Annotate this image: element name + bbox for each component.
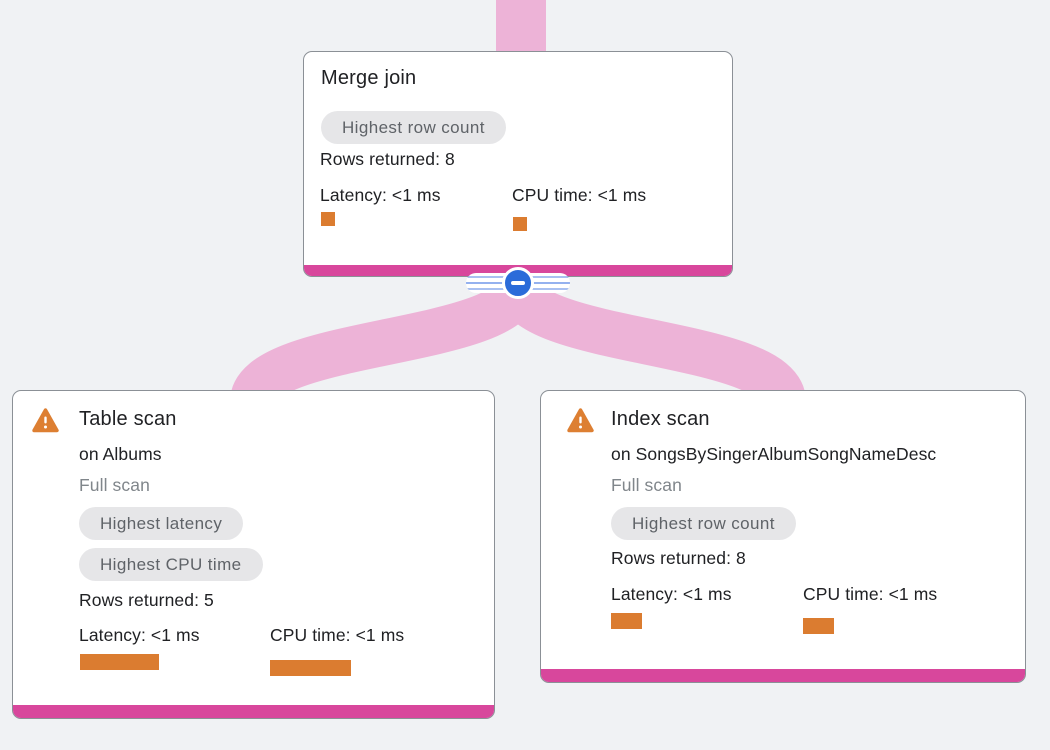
- node-accent-bar: [13, 705, 494, 718]
- scan-type-label: Full scan: [611, 475, 682, 495]
- cpu-time-label: CPU time: <1 ms: [270, 625, 405, 645]
- latency-bar: [321, 212, 335, 226]
- node-title: Index scan: [611, 408, 710, 430]
- plan-node-index-scan[interactable]: Index scan on SongsBySingerAlbumSongName…: [540, 390, 1026, 683]
- warning-icon: [32, 408, 59, 433]
- latency-label: Latency: <1 ms: [611, 584, 732, 604]
- scan-type-label: Full scan: [79, 475, 150, 495]
- node-title: Table scan: [79, 408, 177, 430]
- collapse-children-button[interactable]: [466, 267, 570, 299]
- highlight-badge: Highest CPU time: [79, 548, 263, 581]
- rows-returned-label: Rows returned: 5: [79, 590, 214, 610]
- latency-label: Latency: <1 ms: [320, 185, 441, 205]
- minus-icon: [502, 267, 534, 299]
- edge-merge-join-to-index-scan: [495, 279, 806, 407]
- cpu-time-bar: [803, 618, 834, 634]
- node-accent-bar: [541, 669, 1025, 682]
- scan-target-label: on Albums: [79, 444, 162, 464]
- cpu-time-label: CPU time: <1 ms: [803, 584, 938, 604]
- plan-node-table-scan[interactable]: Table scan on Albums Full scan Highest l…: [12, 390, 495, 719]
- plan-node-merge-join[interactable]: Merge join Highest row count Rows return…: [303, 51, 733, 277]
- edge-merge-join-to-table-scan: [230, 279, 541, 407]
- latency-label: Latency: <1 ms: [79, 625, 200, 645]
- highlight-badge: Highest row count: [611, 507, 796, 540]
- latency-bar: [80, 654, 159, 670]
- scan-target-label: on SongsBySingerAlbumSongNameDesc: [611, 444, 937, 464]
- cpu-time-bar: [270, 660, 351, 676]
- rows-returned-label: Rows returned: 8: [611, 548, 746, 568]
- highlight-badge: Highest latency: [79, 507, 244, 540]
- node-title: Merge join: [321, 67, 417, 89]
- cpu-time-label: CPU time: <1 ms: [512, 185, 647, 205]
- rows-returned-label: Rows returned: 8: [320, 149, 455, 169]
- latency-bar: [611, 613, 642, 629]
- highlight-badge: Highest row count: [321, 111, 506, 144]
- cpu-time-bar: [513, 217, 527, 231]
- warning-icon: [567, 408, 594, 433]
